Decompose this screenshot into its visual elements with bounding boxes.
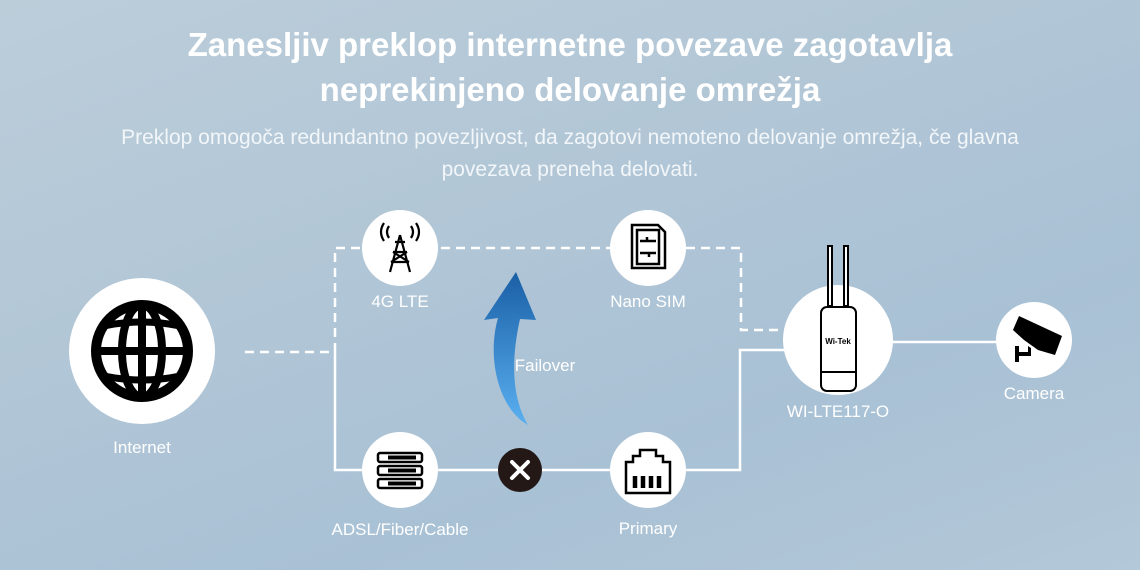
server-icon <box>376 451 424 490</box>
camera-node <box>996 302 1072 378</box>
internet-label: Internet <box>113 438 171 457</box>
camera-icon <box>1013 316 1062 362</box>
title-line-1: Zanesljiv preklop internetne povezave za… <box>187 26 953 63</box>
backup-link-dashed <box>245 246 790 354</box>
camera-label: Camera <box>1003 384 1065 403</box>
primary-label: Primary <box>618 519 678 538</box>
router-logo: Wi-Tek <box>825 337 851 346</box>
router-node: Wi-Tek <box>783 245 893 395</box>
cell-tower-icon <box>379 222 421 273</box>
router-label: WI-LTE117-O <box>786 402 890 421</box>
failover-arrow <box>484 272 536 425</box>
adsl-label: ADSL/Fiber/Cable <box>331 520 469 539</box>
connections <box>245 246 1000 472</box>
globe-icon <box>91 300 193 402</box>
sim-node <box>610 210 686 286</box>
page-title: Zanesljiv preklop internetne povezave za… <box>0 22 1140 112</box>
failover-label: Failover <box>514 356 576 375</box>
sim-label: Nano SIM <box>610 292 686 311</box>
sim-card-icon <box>630 223 667 270</box>
failure-badge <box>498 448 542 492</box>
ethernet-port-icon <box>624 448 672 495</box>
router-icon <box>820 245 857 392</box>
primary-node <box>610 432 686 508</box>
title-line-2: neprekinjeno delovanje omrežja <box>319 71 821 108</box>
adsl-node <box>362 432 438 508</box>
lte-label: 4G LTE <box>371 292 429 311</box>
internet-node <box>69 278 215 424</box>
subtitle-line-2: povezava preneha delovati. <box>441 158 699 181</box>
subtitle-line-1: Preklop omogoča redundantno povezljivost… <box>121 126 1019 149</box>
subtitle: Preklop omogoča redundantno povezljivost… <box>90 122 1050 186</box>
close-icon <box>510 460 530 480</box>
lte-node <box>362 210 438 286</box>
